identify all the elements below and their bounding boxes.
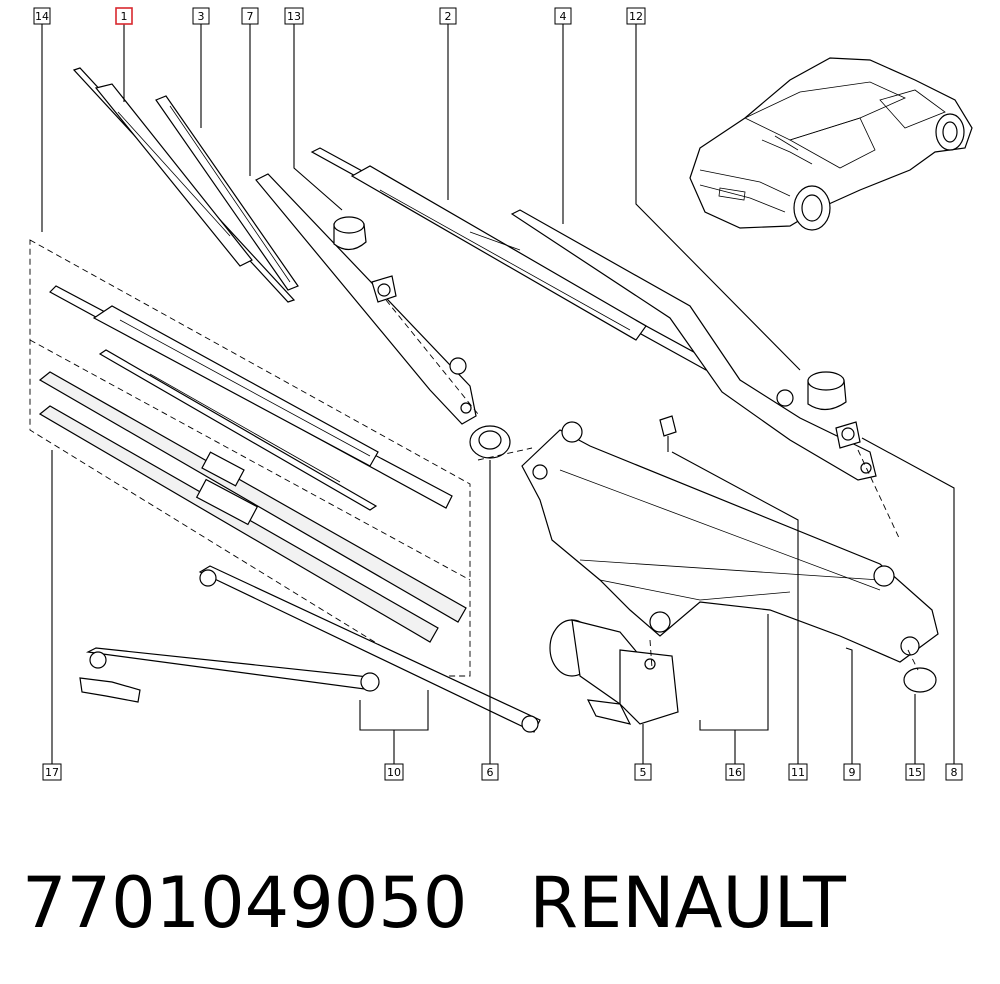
callout-3[interactable]: 3: [192, 7, 210, 25]
callout-5[interactable]: 5: [634, 763, 652, 781]
callout-11-label: 11: [791, 766, 805, 779]
part-number: 7701049050: [22, 862, 468, 944]
wiper-blade-part-1: [72, 67, 296, 303]
wiper-parts-diagram: 14 1 3 7 13 2 4 12 17 10 6 5 16 11 9 15 …: [29, 7, 973, 781]
callout-2-label: 2: [445, 10, 452, 23]
kit-14-blade-short: [98, 349, 378, 511]
callout-1-label: 1: [121, 10, 128, 23]
cap-part-12: [807, 371, 847, 411]
link-rod-part-10-lower: [198, 565, 541, 733]
callout-16[interactable]: 16: [725, 763, 745, 781]
callout-4-label: 4: [560, 10, 567, 23]
wiper-blade-part-2: [310, 147, 713, 371]
callout-10[interactable]: 10: [384, 763, 404, 781]
callout-7-label: 7: [247, 10, 254, 23]
kit-14-blade-long: [49, 285, 453, 509]
callout-12-label: 12: [629, 10, 643, 23]
mechanism-frame-part-9: [521, 421, 939, 663]
wiper-motor-part-5: [549, 619, 679, 725]
wiper-arm-part-7: [255, 173, 477, 425]
callout-11[interactable]: 11: [788, 763, 808, 781]
callout-16-label: 16: [728, 766, 742, 779]
car-illustration: [689, 57, 973, 231]
grommet-part-6: [469, 425, 511, 459]
callout-6[interactable]: 6: [481, 763, 499, 781]
nut-part-13: [371, 275, 397, 303]
wiper-arm-part-4: [510, 209, 877, 481]
callout-10-label: 10: [387, 766, 401, 779]
cap-part-13: [333, 216, 367, 251]
callout-17[interactable]: 17: [42, 763, 62, 781]
callout-3-label: 3: [198, 10, 205, 23]
nut-part-8: [835, 421, 861, 449]
kit-14-refill-upper: [38, 371, 467, 623]
callout-9[interactable]: 9: [843, 763, 861, 781]
callout-8[interactable]: 8: [945, 763, 963, 781]
callout-5-label: 5: [640, 766, 647, 779]
callout-13[interactable]: 13: [284, 7, 304, 25]
callout-14[interactable]: 14: [33, 7, 51, 25]
leader-lines: [41, 24, 955, 764]
callout-2[interactable]: 2: [439, 7, 457, 25]
blade-refill-part-3: [155, 95, 299, 291]
kit-14-refill-lower: [38, 405, 439, 643]
callout-15[interactable]: 15: [905, 763, 925, 781]
callout-12[interactable]: 12: [626, 7, 646, 25]
grommet-part-15: [903, 667, 937, 693]
callout-9-label: 9: [849, 766, 856, 779]
callout-1-selected[interactable]: 1: [115, 7, 133, 25]
callout-15-label: 15: [908, 766, 922, 779]
callout-6-label: 6: [487, 766, 494, 779]
callout-14-label: 14: [35, 10, 49, 23]
callout-8-label: 8: [951, 766, 958, 779]
callout-7[interactable]: 7: [241, 7, 259, 25]
callout-4[interactable]: 4: [554, 7, 572, 25]
callout-13-label: 13: [287, 10, 301, 23]
callout-17-label: 17: [45, 766, 59, 779]
brand-name: RENAULT: [529, 862, 846, 944]
dashed-assembly-lines: [385, 299, 919, 671]
part-caption: 7701049050 RENAULT: [22, 858, 846, 948]
bolt-part-11: [659, 415, 677, 452]
kit-14-outline: [29, 239, 471, 677]
link-rod-part-10-upper: [79, 647, 380, 703]
